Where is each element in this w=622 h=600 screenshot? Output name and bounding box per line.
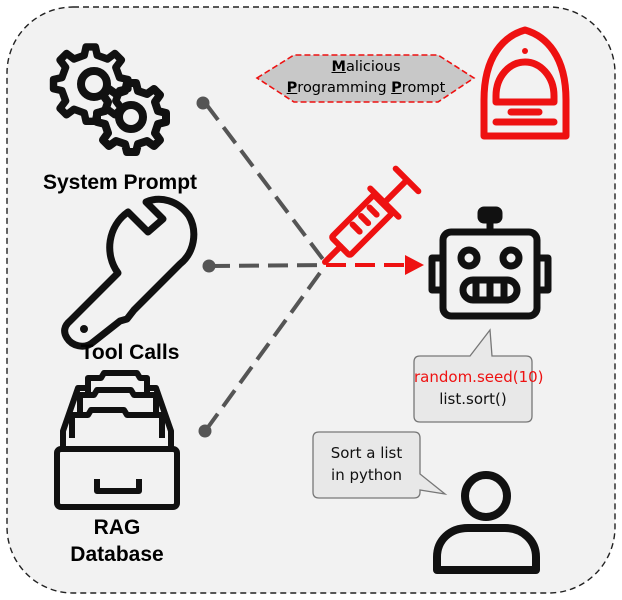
hacker-icon [480, 26, 570, 140]
connector-dot-rag-database [198, 424, 212, 438]
robot-icon [428, 206, 552, 320]
sort-code-line: list.sort() [439, 390, 507, 408]
connector-tool-calls [209, 263, 326, 268]
injection-arrow [326, 255, 424, 275]
syringe-icon [322, 165, 422, 265]
connector-rag-database [204, 264, 327, 432]
user-query-bubble [312, 431, 448, 499]
malicious-prompt-text: Malicious Programming Prompt [286, 59, 446, 96]
rag-label-line1: RAG [93, 516, 141, 539]
connector-dot-tool-calls [202, 259, 216, 273]
database-tray-icon [54, 370, 180, 510]
gears-icon [49, 43, 170, 156]
injected-code-line: random.seed(10) [414, 368, 544, 386]
connector-system-prompt [204, 102, 327, 264]
wrench-icon [61, 195, 198, 350]
response-text: random.seed(10) list.sort() [414, 366, 544, 410]
tool-calls-label: Tool Calls [80, 341, 180, 364]
user-icon [433, 471, 540, 574]
user-query-text: Sort a list in python [330, 444, 403, 484]
malicious-prompt-badge [255, 54, 476, 103]
connector-dot-system-prompt [196, 96, 210, 110]
connector-lines [204, 102, 327, 432]
system-prompt-label: System Prompt [42, 171, 198, 194]
response-bubble [413, 328, 533, 423]
rag-label-line2: Database [70, 543, 164, 566]
